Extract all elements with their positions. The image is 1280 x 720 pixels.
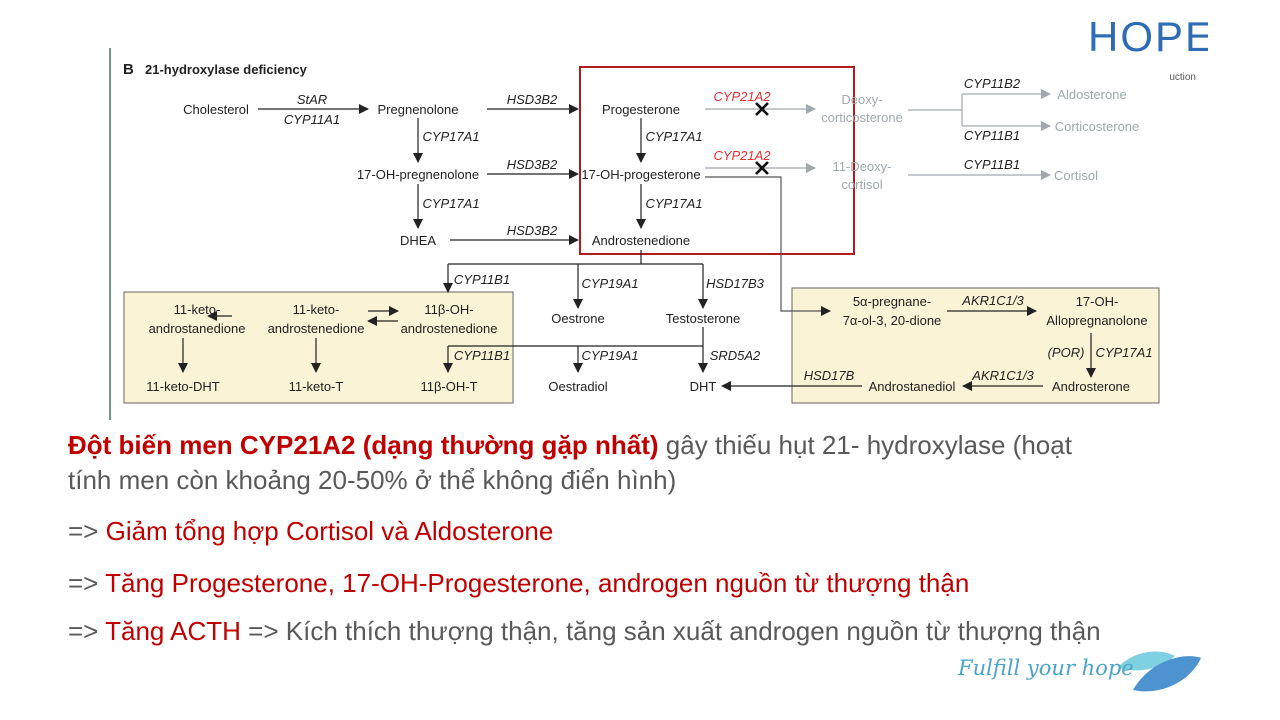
- text-line-5: => Tăng ACTH => Kích thích thượng thận, …: [68, 614, 1101, 648]
- blocked-arrows: [705, 89, 1051, 180]
- node-keto-t: 11-keto-T: [289, 379, 344, 394]
- node-aldosterone: Aldosterone: [1057, 87, 1126, 102]
- node-pregnane-1: 5α-pregnane-: [853, 294, 931, 309]
- node-keto-androstanedione-1: 11-keto-: [174, 302, 221, 317]
- highlight-box: [579, 66, 855, 255]
- enzyme-akr1c13: AKR1C1/3: [961, 293, 1024, 308]
- node-keto-dht: 11-keto-DHT: [146, 379, 220, 394]
- panel-letter: B: [123, 61, 134, 78]
- node-allopregnanolone-2: Allopregnanolone: [1046, 313, 1147, 328]
- blocked-x-icon: [755, 102, 769, 116]
- node-deoxycortisol-1: 11-Deoxy-: [832, 159, 891, 174]
- enzyme-srd5a2: SRD5A2: [710, 348, 761, 363]
- node-oh-androstenedione-1: 11β-OH-: [424, 302, 473, 317]
- node-oh-androstenedione-2: androstenedione: [401, 321, 498, 336]
- bullet-text: Tăng Progesterone, 17-OH-Progesterone, a…: [105, 568, 970, 598]
- node-corticosterone: Corticosterone: [1055, 119, 1140, 134]
- node-keto-androstenedione-2: androstenedione: [268, 321, 365, 336]
- logo-brand: HOPE: [1088, 18, 1208, 60]
- enzyme-cyp17a1: CYP17A1: [645, 129, 702, 144]
- node-allopregnanolone-1: 17-OH-: [1076, 294, 1119, 309]
- enzyme-cyp17a1: CYP17A1: [1095, 345, 1152, 360]
- enzyme-cyp11b2: CYP11B2: [964, 76, 1021, 91]
- text-line-1: Đột biến men CYP21A2 (dạng thường gặp nh…: [68, 428, 1072, 462]
- node-dhea: DHEA: [400, 233, 436, 248]
- text-line-3: => Giảm tổng hợp Cortisol và Aldosterone: [68, 514, 553, 548]
- enzyme-cyp11b1: CYP11B1: [964, 128, 1020, 143]
- enzyme-cyp11b1: CYP11B1: [454, 272, 510, 287]
- enzyme-cyp11a1: CYP11A1: [284, 112, 340, 127]
- hope-logo: HOPE uction: [1088, 18, 1208, 88]
- node-17oh-pregnenolone: 17-OH-pregnenolone: [357, 167, 479, 182]
- mutation-desc: gây thiếu hụt 21- hydroxylase (hoạt: [658, 430, 1072, 460]
- node-keto-androstanedione-2: androstanedione: [149, 321, 246, 336]
- node-dht: DHT: [690, 379, 717, 394]
- node-oestradiol: Oestradiol: [548, 379, 607, 394]
- arrow-text: =>: [68, 616, 106, 646]
- right-box: [791, 287, 1160, 404]
- arrows: [178, 104, 1096, 391]
- enzyme-cyp21a2: CYP21A2: [713, 89, 771, 104]
- enzyme-cyp21a2: CYP21A2: [713, 148, 771, 163]
- enzyme-cyp11b1: CYP11B1: [454, 348, 510, 363]
- node-androstanediol: Androstanediol: [869, 379, 956, 394]
- tagline: Fulfill your hope: [958, 656, 1134, 680]
- enzyme-cyp11b1: CYP11B1: [964, 157, 1020, 172]
- enzyme-cyp19a1: CYP19A1: [581, 276, 638, 291]
- node-androsterone: Androsterone: [1052, 379, 1130, 394]
- node-testosterone: Testosterone: [666, 311, 740, 326]
- bullet-text: Tăng ACTH: [105, 616, 241, 646]
- node-oh-t: 11β-OH-T: [420, 379, 477, 394]
- node-17oh-progesterone: 17-OH-progesterone: [581, 167, 700, 182]
- diagram-title: 21-hydroxylase deficiency: [145, 62, 308, 77]
- node-deoxycorticosterone-1: Deoxy-: [841, 92, 882, 107]
- enzyme-cyp17a1: CYP17A1: [645, 196, 702, 211]
- enzyme-por: (POR): [1048, 345, 1085, 360]
- logo-sub: uction: [1169, 72, 1196, 83]
- node-androstenedione: Androstenedione: [592, 233, 690, 248]
- node-oestrone: Oestrone: [551, 311, 604, 326]
- leaf-logo-icon: [1118, 651, 1201, 692]
- enzyme-hsd17b: HSD17B: [804, 368, 855, 383]
- blocked-x-icon: [755, 161, 769, 175]
- text-line-2: tính men còn khoảng 20-50% ở thể không đ…: [68, 465, 677, 495]
- mutation-heading: Đột biến men CYP21A2 (dạng thường gặp nh…: [68, 430, 659, 460]
- enzyme-cyp17a1: CYP17A1: [422, 196, 479, 211]
- bullet-text: Giảm tổng hợp Cortisol và Aldosterone: [105, 516, 554, 546]
- enzyme-akr1c13: AKR1C1/3: [971, 368, 1034, 383]
- node-pregnane-2: 7α-ol-3, 20-dione: [843, 313, 942, 328]
- steroidogenesis-diagram: B 21-hydroxylase deficiency Cholesterol …: [109, 48, 1160, 420]
- node-deoxycorticosterone-2: corticosterone: [821, 110, 903, 125]
- node-pregnenolone: Pregnenolone: [378, 102, 459, 117]
- text-line-4: => Tăng Progesterone, 17-OH-Progesterone…: [68, 566, 969, 600]
- enzyme-hsd17b3: HSD17B3: [706, 276, 765, 291]
- enzyme-hsd3b2: HSD3B2: [507, 157, 558, 172]
- diagram-labels: Cholesterol StAR CYP11A1 Pregnenolone CY…: [146, 76, 1152, 394]
- node-cortisol: Cortisol: [1054, 168, 1098, 183]
- enzyme-cyp19a1: CYP19A1: [581, 348, 638, 363]
- node-cholesterol: Cholesterol: [183, 102, 249, 117]
- node-deoxycortisol-2: cortisol: [841, 177, 882, 192]
- arrow-text: =>: [68, 568, 106, 598]
- bullet-text: => Kích thích thượng thận, tăng sản xuất…: [240, 616, 1101, 646]
- arrow-text: =>: [68, 516, 106, 546]
- node-progesterone: Progesterone: [602, 102, 680, 117]
- enzyme-hsd3b2: HSD3B2: [507, 92, 558, 107]
- enzyme-hsd3b2: HSD3B2: [507, 223, 558, 238]
- node-keto-androstenedione-1: 11-keto-: [293, 302, 340, 317]
- enzyme-star: StAR: [297, 92, 327, 107]
- enzyme-cyp17a1: CYP17A1: [422, 129, 479, 144]
